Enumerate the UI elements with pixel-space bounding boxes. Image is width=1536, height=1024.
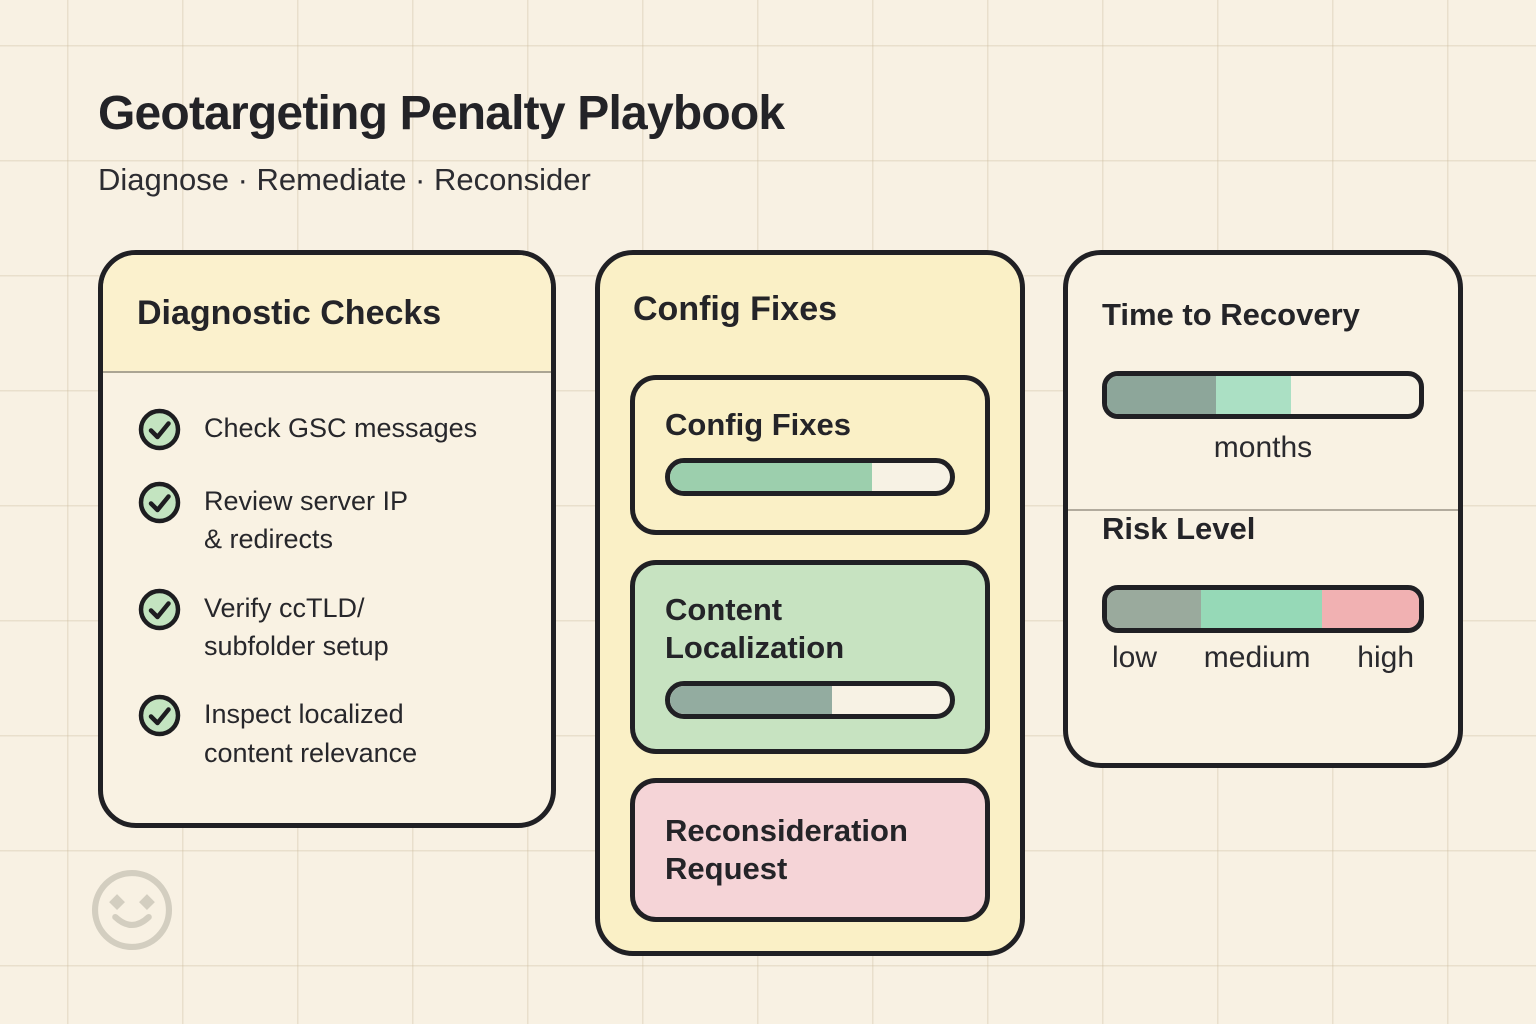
content-localization-box: Content Localization	[630, 560, 990, 754]
config-fixes-box: Config Fixes	[630, 375, 990, 535]
diagnostic-checklist: Check GSC messages Review server IP & re…	[103, 373, 551, 772]
page-title: Geotargeting Penalty Playbook	[98, 87, 785, 140]
config-fixes-card-title: Config Fixes	[633, 290, 838, 328]
risk-level-title: Risk Level	[1102, 511, 1256, 546]
config-fixes-progress-fill	[670, 462, 872, 491]
risk-level-section: Risk Level low medium high	[1102, 511, 1424, 675]
risk-level-meter	[1102, 585, 1424, 633]
risk-level-labels: low medium high	[1102, 641, 1424, 675]
risk-label-medium: medium	[1203, 641, 1311, 674]
check-icon	[138, 481, 181, 524]
risk-meter-segment-high	[1322, 590, 1419, 628]
reconsideration-request-box: Reconsideration Request	[630, 778, 990, 922]
content-localization-progress-bar	[665, 680, 955, 719]
checklist-item: Check GSC messages	[137, 408, 525, 452]
page-subtitle: Diagnose · Remediate · Reconsider	[98, 162, 591, 197]
risk-meter-segment-medium	[1200, 590, 1323, 628]
check-icon	[138, 408, 181, 451]
reconsideration-request-box-label: Reconsideration Request	[665, 813, 908, 886]
time-to-recovery-title: Time to Recovery	[1102, 297, 1360, 332]
time-to-recovery-meter	[1102, 371, 1424, 419]
check-icon	[138, 588, 181, 630]
check-icon	[138, 695, 181, 737]
risk-meter-segment-low	[1107, 590, 1201, 628]
risk-label-low: low	[1112, 641, 1158, 674]
config-fixes-progress-bar	[665, 457, 955, 496]
diagnostic-checks-title: Diagnostic Checks	[137, 293, 442, 332]
checklist-item-label: Verify ccTLD/ subfolder setup	[204, 592, 389, 661]
checklist-item: Verify ccTLD/ subfolder setup	[137, 588, 525, 666]
content-localization-box-label: Content Localization	[665, 592, 845, 665]
config-fixes-box-label: Config Fixes	[665, 407, 852, 442]
recovery-meter-segment	[1216, 376, 1292, 414]
config-fixes-card: Config Fixes Config Fixes Content Locali…	[595, 250, 1025, 956]
section-divider	[1068, 509, 1458, 511]
checklist-item-label: Review server IP & redirects	[204, 486, 409, 555]
content-localization-progress-fill	[670, 685, 833, 714]
checklist-item: Review server IP & redirects	[137, 481, 525, 559]
recovery-risk-card: Time to Recovery months Risk Level low m…	[1063, 250, 1463, 768]
time-to-recovery-section: Time to Recovery months	[1102, 297, 1424, 465]
risk-label-high: high	[1357, 641, 1414, 674]
diagnostic-checks-header: Diagnostic Checks	[103, 255, 551, 373]
time-to-recovery-caption: months	[1213, 431, 1313, 464]
diagnostic-checks-card: Diagnostic Checks Check GSC messages Rev…	[98, 250, 556, 828]
checklist-item: Inspect localized content relevance	[137, 695, 525, 772]
checklist-item-label: Check GSC messages	[204, 413, 478, 443]
recovery-meter-segment	[1107, 376, 1217, 414]
checklist-item-label: Inspect localized content relevance	[204, 699, 418, 768]
smiley-watermark-icon	[91, 869, 173, 951]
